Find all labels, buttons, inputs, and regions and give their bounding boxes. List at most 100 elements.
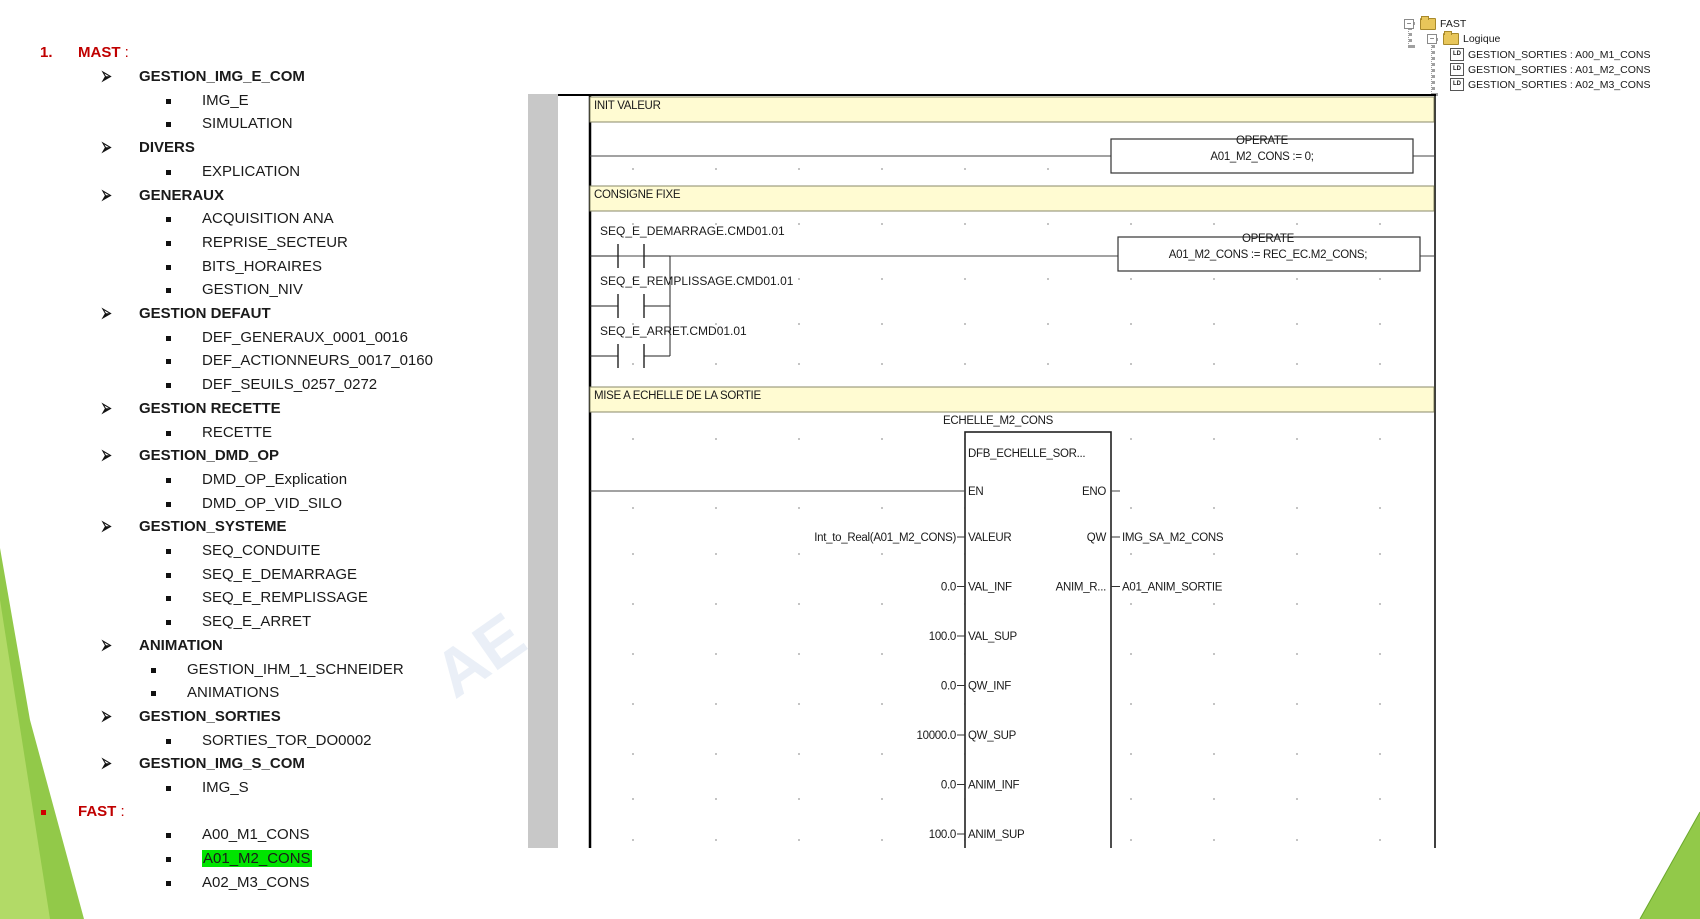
grid-dot bbox=[715, 798, 717, 800]
grid-dot bbox=[1379, 653, 1381, 655]
grid-dot bbox=[798, 653, 800, 655]
grid-dot bbox=[715, 753, 717, 755]
square-bullet-icon bbox=[166, 477, 171, 483]
grid-dot bbox=[1130, 223, 1132, 225]
outline-item[interactable]: DEF_ACTIONNEURS_0017_0160 bbox=[166, 352, 433, 369]
dfb-input-value[interactable]: 0.0 bbox=[941, 582, 956, 594]
outline-section-heading[interactable]: ⮚ GESTION RECETTE bbox=[102, 400, 281, 417]
outline-section-heading[interactable]: ⮚ GENERAUX bbox=[102, 187, 224, 204]
operate-block-init[interactable] bbox=[1110, 138, 1414, 174]
grid-dot bbox=[1379, 363, 1381, 365]
outline-section-heading[interactable]: ⮚ GESTION_SYSTEME bbox=[102, 518, 287, 535]
outline-section-heading[interactable]: ⮚ ANIMATION bbox=[102, 637, 223, 654]
outline-section-heading[interactable]: ⮚ GESTION DEFAUT bbox=[102, 305, 271, 322]
grid-dot bbox=[881, 323, 883, 325]
contact-arret[interactable] bbox=[590, 344, 670, 368]
tree-node-fast[interactable]: − FAST bbox=[1404, 16, 1466, 30]
dfb-input-value[interactable]: 100.0 bbox=[929, 829, 957, 841]
outline-item[interactable]: SEQ_E_DEMARRAGE bbox=[166, 566, 357, 583]
collapse-icon[interactable]: − bbox=[1404, 19, 1414, 29]
contact-remplissage[interactable] bbox=[590, 294, 670, 318]
grid-dot bbox=[1130, 553, 1132, 555]
dfb-output-value[interactable]: IMG_SA_M2_CONS bbox=[1122, 532, 1224, 544]
folder-open-icon bbox=[1443, 31, 1459, 45]
outline-item[interactable]: DEF_GENERAUX_0001_0016 bbox=[166, 328, 408, 346]
grid-dot bbox=[881, 703, 883, 705]
dfb-input-value[interactable]: 0.0 bbox=[941, 780, 956, 792]
arrow-bullet-icon: ⮚ bbox=[102, 707, 112, 723]
outline-section-heading[interactable]: ⮚ GESTION_DMD_OP bbox=[102, 447, 279, 464]
tree-node-section-a02[interactable]: LD GESTION_SORTIES : A02_M3_CONS bbox=[1450, 78, 1650, 91]
outline-item[interactable]: SEQ_CONDUITE bbox=[166, 542, 320, 559]
outline-item-label: IMG_E bbox=[202, 91, 249, 109]
contact-label-demarrage: SEQ_E_DEMARRAGE.CMD01.01 bbox=[600, 224, 785, 238]
grid-dot bbox=[964, 168, 966, 170]
grid-dot bbox=[632, 438, 634, 440]
outline-section-heading[interactable]: ⮚ GESTION_SORTIES bbox=[102, 708, 281, 725]
outline-item[interactable]: REPRISE_SECTEUR bbox=[166, 234, 348, 251]
dfb-input-pin: QW_SUP bbox=[968, 730, 1017, 742]
rung-comment-mise-a-echelle[interactable] bbox=[589, 386, 1435, 413]
rung-comment-init-valeur[interactable] bbox=[589, 96, 1435, 123]
grid-dot bbox=[798, 553, 800, 555]
ladder-diagram[interactable]: INIT VALEUR OPERATE A01_M2_CONS := 0; CO… bbox=[558, 94, 1436, 857]
grid-dot bbox=[632, 278, 634, 280]
grid-dot bbox=[1213, 438, 1215, 440]
contact-label-arret: SEQ_E_ARRET.CMD01.01 bbox=[600, 324, 747, 338]
dfb-type-name: DFB_ECHELLE_SOR... bbox=[968, 448, 1085, 460]
outline-item-label: BITS_HORAIRES bbox=[202, 257, 323, 275]
outline-item[interactable]: EXPLICATION bbox=[166, 163, 300, 180]
outline-fast-item[interactable]: A01_M2_CONS bbox=[166, 850, 312, 868]
outline-item[interactable]: GESTION_IHM_1_SCHNEIDER bbox=[151, 660, 404, 678]
outline-item[interactable]: GESTION_NIV bbox=[166, 281, 303, 299]
ladder-canvas[interactable]: INIT VALEUR OPERATE A01_M2_CONS := 0; CO… bbox=[558, 94, 1436, 857]
outline-item[interactable]: IMG_S bbox=[166, 779, 249, 796]
operate-title: OPERATE bbox=[1242, 233, 1295, 245]
tree-node-logique[interactable]: − Logique bbox=[1427, 31, 1500, 45]
outline-section-heading[interactable]: ⮚ GESTION_IMG_E_COM bbox=[102, 68, 305, 85]
grid-dot bbox=[798, 507, 800, 509]
contact-demarrage[interactable] bbox=[590, 244, 670, 268]
outline-item[interactable]: RECETTE bbox=[166, 424, 272, 441]
dfb-input-value[interactable]: Int_to_Real(A01_M2_CONS) bbox=[814, 532, 957, 544]
outline-section-title: GESTION DEFAUT bbox=[139, 305, 271, 322]
outline-item[interactable]: DMD_OP_VID_SILO bbox=[166, 495, 342, 512]
outline-item[interactable]: SEQ_E_ARRET bbox=[166, 613, 311, 630]
grid-dot bbox=[1296, 363, 1298, 365]
square-bullet-icon bbox=[166, 833, 171, 839]
outline-item[interactable]: ANIMATIONS bbox=[151, 684, 279, 701]
outline-fast-item[interactable]: A02_M3_CONS bbox=[166, 874, 310, 891]
grid-dot bbox=[1213, 703, 1215, 705]
outline-item-label: GESTION_NIV bbox=[202, 281, 303, 299]
outline-item[interactable]: DMD_OP_Explication bbox=[166, 471, 347, 488]
outline-item[interactable]: SEQ_E_REMPLISSAGE bbox=[166, 589, 368, 606]
grid-dot bbox=[715, 223, 717, 225]
outline-fast-item[interactable]: A00_M1_CONS bbox=[166, 826, 310, 843]
outline-item[interactable]: IMG_E bbox=[166, 91, 249, 109]
grid-dot bbox=[798, 323, 800, 325]
outline-item-label: DEF_GENERAUX_0001_0016 bbox=[202, 328, 408, 346]
outline-item-label: ACQUISITION ANA bbox=[202, 210, 334, 228]
dfb-output-value[interactable]: A01_ANIM_SORTIE bbox=[1122, 582, 1223, 594]
outline-item[interactable]: BITS_HORAIRES bbox=[166, 257, 323, 275]
dfb-block-echelle[interactable] bbox=[964, 431, 1112, 857]
rung-comment-consigne-fixe[interactable] bbox=[589, 185, 1435, 212]
tree-node-section-a00[interactable]: LD GESTION_SORTIES : A00_M1_CONS bbox=[1450, 48, 1650, 61]
outline-section-heading[interactable]: ⮚ DIVERS bbox=[102, 139, 195, 156]
dfb-input-value[interactable]: 10000.0 bbox=[917, 730, 957, 742]
outline-item-label: GESTION_IHM_1_SCHNEIDER bbox=[187, 660, 404, 678]
tree-node-section-a01[interactable]: LD GESTION_SORTIES : A01_M2_CONS bbox=[1450, 63, 1650, 76]
ladder-editor[interactable]: INIT VALEUR OPERATE A01_M2_CONS := 0; CO… bbox=[528, 94, 1436, 857]
outline-item[interactable]: ACQUISITION ANA bbox=[166, 210, 334, 228]
operate-block-consigne[interactable] bbox=[1117, 236, 1421, 272]
dfb-input-value[interactable]: 100.0 bbox=[929, 631, 957, 643]
collapse-icon[interactable]: − bbox=[1427, 34, 1437, 44]
dfb-input-pin: ANIM_INF bbox=[968, 780, 1020, 792]
outline-section-heading[interactable]: ⮚ GESTION_IMG_S_COM bbox=[102, 755, 305, 772]
outline-item[interactable]: SIMULATION bbox=[166, 115, 293, 132]
outline-item[interactable]: DEF_SEUILS_0257_0272 bbox=[166, 376, 377, 393]
dfb-input-value[interactable]: 0.0 bbox=[941, 681, 956, 693]
outline-item[interactable]: SORTIES_TOR_DO0002 bbox=[166, 732, 372, 749]
grid-dot bbox=[715, 363, 717, 365]
grid-dot bbox=[1130, 839, 1132, 841]
